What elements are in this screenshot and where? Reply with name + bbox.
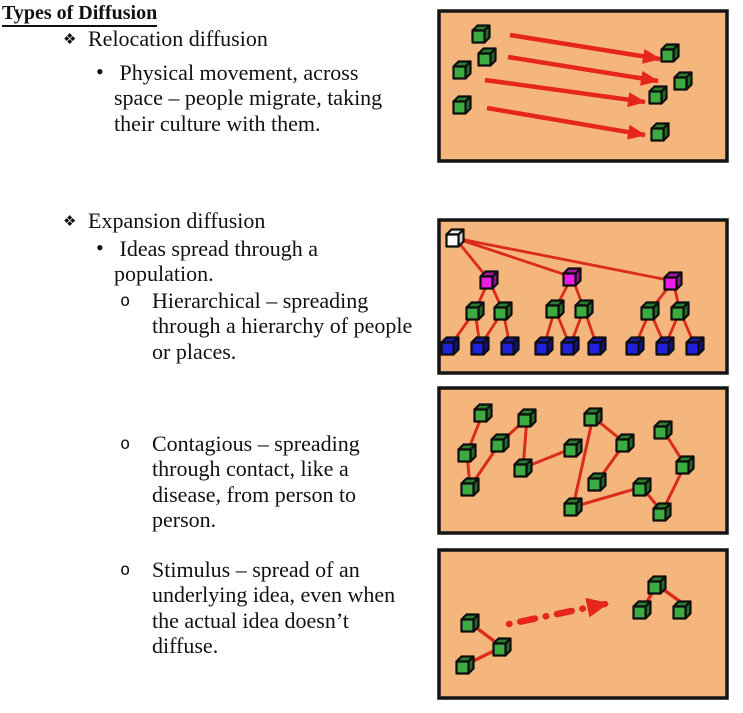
cube-green [473, 403, 493, 423]
diffusion-link-line [572, 485, 643, 509]
cube-green [460, 477, 480, 497]
cube-green [457, 443, 477, 463]
cube-green [615, 433, 635, 453]
cube-green [574, 299, 594, 319]
cube-magenta [663, 271, 683, 291]
cube-blue [625, 336, 645, 356]
hierarchical-item-text: Hierarchical – spreading through a hiera… [152, 288, 413, 364]
cube-green [563, 497, 583, 517]
relocation-detail-text: Physical movement, across space – people… [114, 60, 383, 136]
cube-green [587, 472, 607, 492]
cube-blue [534, 336, 554, 356]
cube-green [455, 655, 475, 675]
cube-green [650, 122, 670, 142]
cube-green [632, 600, 652, 620]
bullet-level-2: • [96, 59, 104, 84]
bullet-level-1: ❖ [63, 212, 77, 230]
stimulus-dash-arrow [505, 597, 609, 628]
stimulus-item-text: Stimulus – spread of an underlying idea,… [152, 557, 396, 658]
cube-green [545, 299, 565, 319]
cube-green [640, 301, 660, 321]
diffusion-link-line [454, 236, 573, 279]
cube-magenta [562, 267, 582, 287]
migration-arrow [486, 105, 646, 140]
cube-white [445, 228, 465, 248]
diffusion-link-line [454, 236, 674, 283]
cube-green [452, 60, 472, 80]
diffusion-link-line [571, 416, 595, 508]
contagious-item-text: Contagious – spreading through contact, … [152, 431, 360, 532]
cube-green [675, 455, 695, 475]
cube-green [460, 613, 480, 633]
cube-green [652, 502, 672, 522]
cube-green [471, 24, 491, 44]
cube-green [660, 43, 680, 63]
cube-green [492, 637, 512, 657]
cube-green [477, 47, 497, 67]
stimulus-diagram [437, 548, 729, 700]
cube-blue [655, 336, 675, 356]
hierarchical-diagram [437, 218, 729, 375]
cube-green [673, 71, 693, 91]
cube-green [465, 301, 485, 321]
relocation-heading-text: Relocation diffusion [88, 26, 268, 51]
cube-green [452, 95, 472, 115]
cube-blue [685, 336, 705, 356]
diagram-frame [437, 548, 729, 700]
cube-blue [587, 336, 607, 356]
bullet-level-3: o [120, 291, 131, 311]
cube-green [513, 458, 533, 478]
cube-blue [470, 336, 490, 356]
contagious-diagram [437, 386, 729, 535]
cube-green [670, 301, 690, 321]
relocation-diagram [437, 9, 729, 163]
cube-green [517, 408, 537, 428]
bullet-level-3: o [120, 434, 131, 454]
migration-arrow [507, 54, 659, 86]
page-title: Types of Diffusion [2, 1, 158, 27]
cube-green [563, 438, 583, 458]
cube-green [672, 600, 692, 620]
cube-green [583, 407, 603, 427]
cube-green [493, 301, 513, 321]
migration-arrow [484, 77, 646, 108]
cube-green [647, 575, 667, 595]
cube-magenta [479, 270, 499, 290]
cube-green [653, 420, 673, 440]
bullet-level-3: o [120, 560, 131, 580]
migration-arrow [509, 32, 661, 64]
bullet-level-2: • [96, 235, 104, 260]
cube-green [648, 85, 668, 105]
cube-blue [440, 336, 460, 356]
bullet-level-1: ❖ [63, 30, 77, 48]
cube-blue [500, 336, 520, 356]
cube-green [632, 477, 652, 497]
cube-green [490, 433, 510, 453]
expansion-detail-text: Ideas spread through a population. [114, 236, 319, 287]
cube-blue [560, 336, 580, 356]
expansion-heading-text: Expansion diffusion [88, 208, 266, 233]
